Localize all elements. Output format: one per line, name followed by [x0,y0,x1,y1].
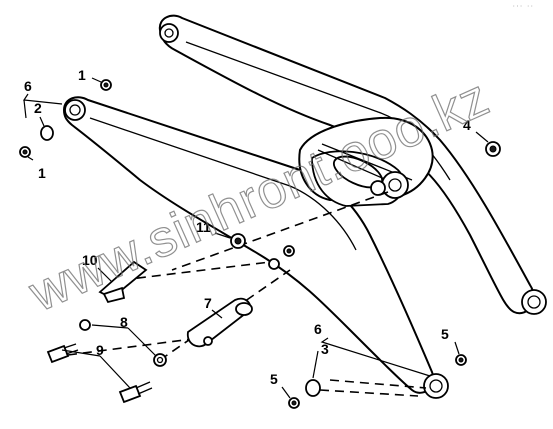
callout-1-top: 1 [78,67,86,83]
bolt-9-b [118,384,142,404]
callout-1-left: 1 [38,165,46,181]
callout-7: 7 [204,295,212,311]
callout-3: 3 [321,341,329,357]
rear-arm-bottom-pivot [521,289,547,315]
callout-5-bottom: 5 [270,371,278,387]
callout-2: 2 [34,100,42,116]
washer-8-b [153,353,167,367]
crossmember-bracket [298,116,434,207]
callout-labels: 1 6 2 1 4 11 10 7 8 9 6 3 5 5 [24,67,471,387]
crossmember-pivot [381,171,409,199]
small-parts [19,79,501,409]
callout-8: 8 [120,314,128,330]
callout-5-right: 5 [441,326,449,342]
callout-4: 4 [463,117,471,133]
leader-lines [22,77,489,399]
callout-10: 10 [82,252,98,268]
bolt-9-a [46,344,70,364]
rear-arm-top-pivot [159,23,179,43]
callout-6-right: 6 [314,321,322,337]
washer-8-a [79,319,91,331]
corner-mark: ··· ·· [512,3,534,10]
callout-6-left: 6 [24,78,32,94]
callout-9: 9 [96,342,104,358]
front-arm-top-pivot [64,99,86,121]
callout-11: 11 [196,219,211,235]
bushing-3 [305,379,321,397]
bushing-2 [40,125,54,141]
front-arm-bottom-pivot [423,373,449,399]
